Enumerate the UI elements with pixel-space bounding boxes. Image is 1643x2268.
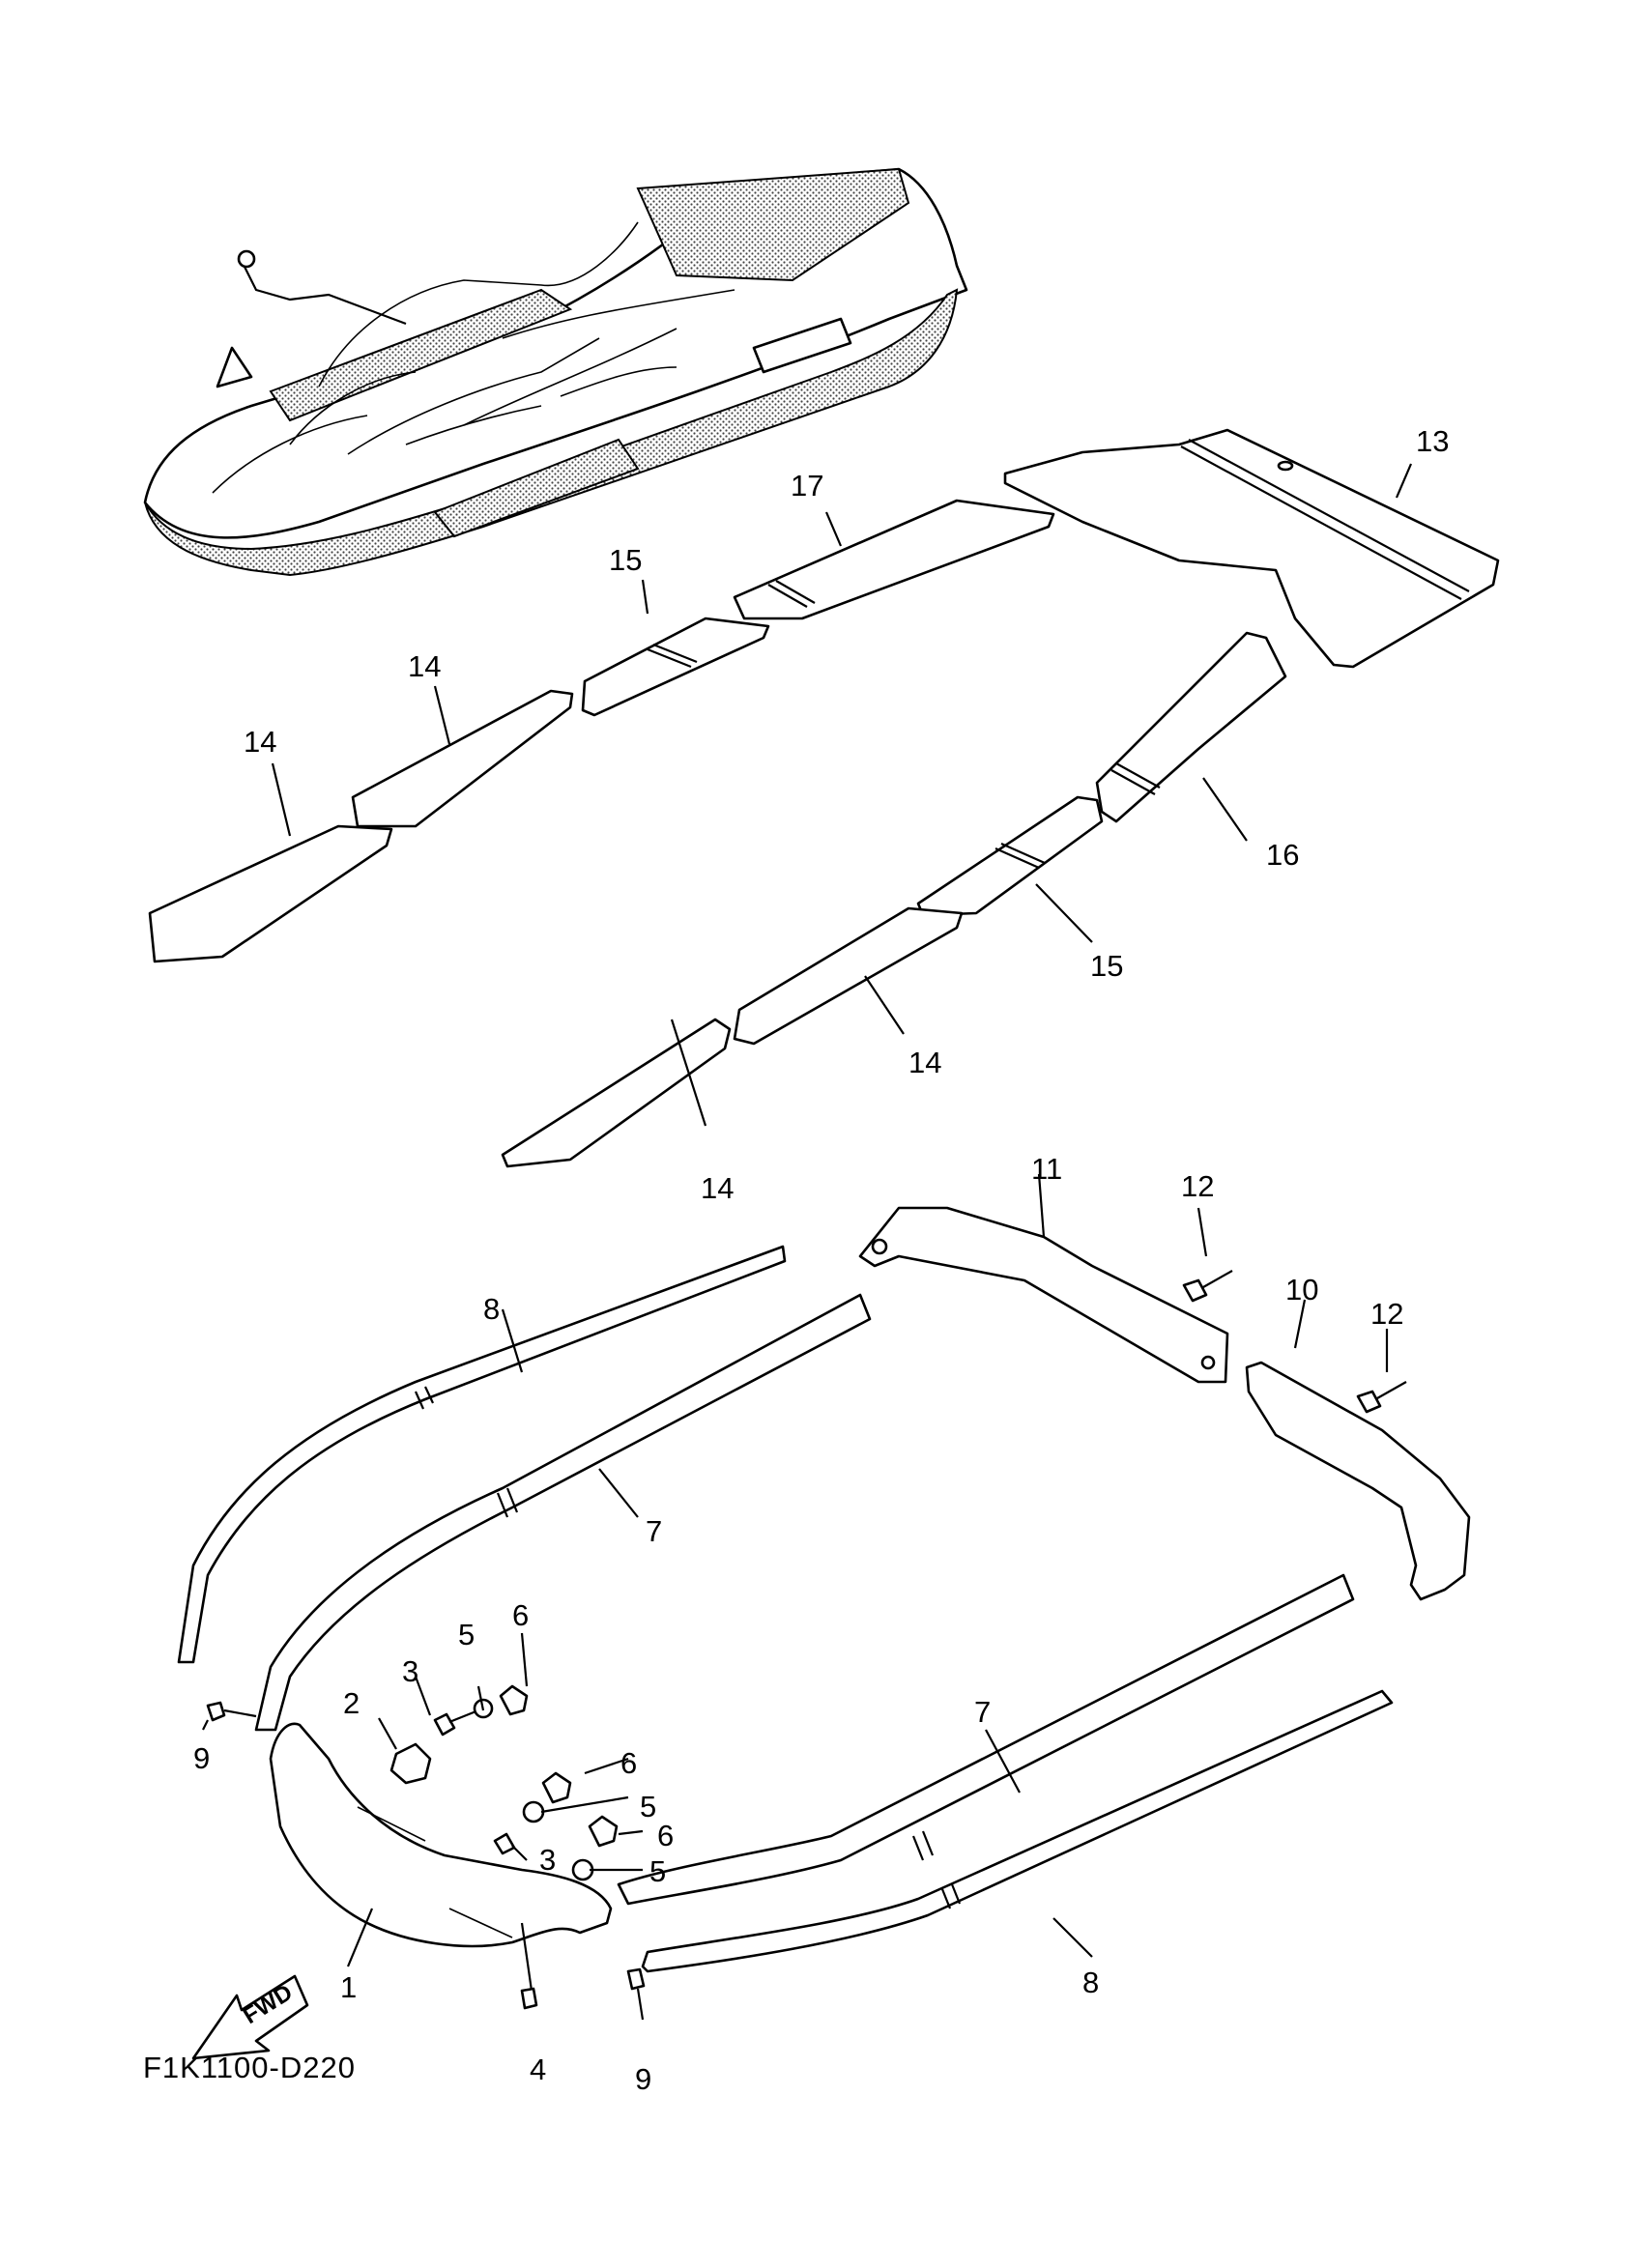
callout-14-a: 14 (408, 649, 441, 683)
callout-14-c: 14 (908, 1046, 941, 1079)
callout-9-b: 9 (635, 2062, 651, 2096)
callout-10: 10 (1285, 1273, 1318, 1306)
clip-2 (389, 1742, 432, 1785)
callout-3-b: 3 (539, 1843, 556, 1877)
callout-13: 13 (1416, 424, 1449, 458)
rivet-12-a (1182, 1278, 1208, 1303)
screw-9-b (626, 1967, 646, 1991)
mat-14-upper-left (148, 824, 393, 963)
diagram-code: F1K1100-D220 (143, 2051, 356, 2084)
callout-14-d: 14 (701, 1171, 734, 1205)
bolt-3-a (433, 1712, 456, 1737)
callout-12-a: 12 (1181, 1169, 1214, 1203)
callout-14-b: 14 (244, 725, 276, 759)
mat-16 (1095, 631, 1287, 823)
fwd-arrow-icon: FWD (191, 1974, 309, 2060)
callout-7-upper: 7 (646, 1514, 662, 1548)
callout-7-lower: 7 (974, 1695, 991, 1729)
nut-6-a (499, 1684, 529, 1716)
watercraft-illustration (143, 167, 968, 577)
rear-deck-mat (1003, 428, 1500, 669)
callout-6-a: 6 (512, 1598, 529, 1632)
nut-6-c (588, 1815, 619, 1848)
mat-15-upper (581, 617, 770, 717)
callout-6-b: 6 (620, 1746, 637, 1780)
bumper-1 (269, 1722, 613, 1948)
molding-7-lower (617, 1573, 1355, 1906)
callout-8-upper: 8 (483, 1292, 500, 1326)
callout-1: 1 (340, 1970, 357, 2004)
callout-6-c: 6 (657, 1819, 674, 1852)
mat-14-upper-mid (351, 689, 574, 828)
callout-9-a: 9 (193, 1741, 210, 1775)
mat-14-lower-right (733, 906, 964, 1046)
mat-17 (733, 499, 1055, 620)
callout-5-c: 5 (649, 1854, 666, 1888)
callout-5-b: 5 (640, 1790, 656, 1823)
callout-8-lower: 8 (1082, 1966, 1099, 1999)
callout-2: 2 (343, 1686, 360, 1720)
callout-15-lower: 15 (1090, 949, 1123, 983)
screw-9-a (206, 1701, 226, 1722)
nut-6-b (541, 1771, 572, 1804)
gunwale-parts (177, 1206, 1471, 2010)
callout-3-a: 3 (402, 1654, 418, 1688)
callout-4: 4 (530, 2053, 546, 2086)
mat-set (148, 428, 1500, 1168)
bracket-10 (1245, 1361, 1471, 1601)
callout-16: 16 (1266, 838, 1299, 872)
screw-4 (520, 1987, 538, 2010)
callout-11: 11 (1031, 1152, 1062, 1186)
strip-8-upper (177, 1245, 787, 1664)
callout-17: 17 (791, 469, 823, 502)
callout-15-upper: 15 (609, 543, 642, 577)
rivet-12-b (1356, 1390, 1382, 1414)
strip-8-lower (641, 1689, 1394, 1973)
callout-12-b: 12 (1370, 1297, 1403, 1331)
callout-labels: 13 17 15 14 14 16 15 14 14 11 12 10 12 8… (193, 424, 1449, 2096)
leader-lines (202, 463, 1413, 2021)
bracket-11 (858, 1206, 1229, 1384)
callout-5-a: 5 (458, 1618, 475, 1651)
washer-5-b (522, 1800, 545, 1823)
mat-14-lower-left (501, 1018, 732, 1168)
molding-7-upper (254, 1293, 872, 1732)
mat-15-lower (916, 795, 1104, 917)
bolt-3-b (493, 1832, 516, 1855)
